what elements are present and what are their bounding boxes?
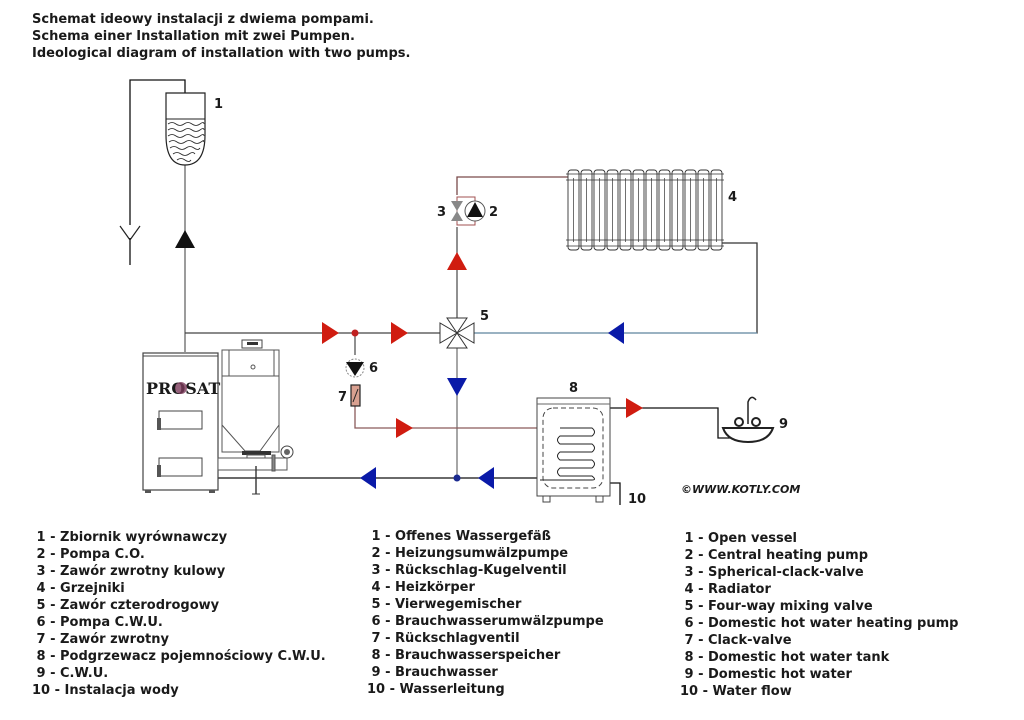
label-7: 7 [338, 390, 347, 405]
label-5: 5 [480, 309, 489, 324]
flow-arrow-right-red-1 [322, 322, 339, 344]
installation-diagram: 1 PROSAT [119, 79, 800, 507]
dhw-pump [345, 358, 365, 378]
legend-item: 6 - Pompa C.W.U. [32, 615, 163, 630]
legend-item: 2 - Pompa C.O. [32, 547, 145, 562]
vent-outlet-icon [119, 225, 141, 242]
legend-item: 1 - Offenes Wassergefäß [367, 529, 552, 544]
legend-item: 3 - Rückschlag-Kugelventil [367, 563, 567, 578]
legend-item: 7 - Clack-valve [680, 633, 792, 648]
flow-arrow-left-blue-radiator [608, 322, 624, 344]
sink-tap-icon [721, 396, 775, 444]
vent-pipe [129, 79, 186, 225]
legend-item: 4 - Heizkörper [367, 580, 475, 595]
title-polish: Schemat ideowy instalacji z dwiema pompa… [32, 12, 374, 27]
legend-german: 1 - Offenes Wassergefäß 2 - Heizungsumwä… [367, 528, 604, 698]
flow-arrow-left-blue-tank [478, 467, 494, 489]
check-valve [350, 384, 361, 407]
label-6: 6 [369, 361, 378, 376]
legend-item: 6 - Brauchwasserumwälzpumpe [367, 614, 604, 629]
legend-item: 10 - Instalacja wody [32, 683, 179, 698]
label-10: 10 [628, 492, 646, 507]
flow-arrow-right-red-dhw [396, 418, 413, 438]
legend-item: 3 - Spherical-clack-valve [680, 565, 864, 580]
legend-item: 5 - Four-way mixing valve [680, 599, 873, 614]
legend-english: 1 - Open vessel 2 - Central heating pump… [680, 530, 958, 700]
legend-item: 8 - Podgrzewacz pojemnościowy C.W.U. [32, 649, 326, 664]
legend-item: 9 - C.W.U. [32, 666, 109, 681]
fuel-hopper [217, 339, 294, 495]
tee-junction-cold [453, 474, 461, 482]
legend-item: 2 - Central heating pump [680, 548, 869, 563]
legend-item: 6 - Domestic hot water heating pump [680, 616, 959, 631]
flow-arrow-right-red-tap [626, 398, 643, 418]
ball-check-valve-icon [451, 201, 463, 211]
legend-item: 7 - Rückschlagventil [367, 631, 520, 646]
flow-arrow-up-black [175, 230, 195, 248]
legend-item: 4 - Radiator [680, 582, 771, 597]
label-9: 9 [779, 417, 788, 432]
legend-item: 2 - Heizungsumwälzpumpe [367, 546, 569, 561]
legend-item: 5 - Zawór czterodrogowy [32, 598, 220, 613]
tee-junction-hot [351, 329, 359, 337]
radiator-return-pipe [474, 242, 758, 334]
dhw-tank [536, 397, 611, 503]
label-3: 3 [437, 205, 446, 220]
title-german: Schema einer Installation mit zwei Pumpe… [32, 29, 355, 44]
legend-polish: 1 - Zbiornik wyrównawczy 2 - Pompa C.O. … [32, 529, 326, 699]
flow-arrow-up-red [447, 252, 467, 270]
legend-item: 9 - Domestic hot water [680, 667, 852, 682]
open-vessel [165, 92, 206, 166]
legend-item: 7 - Zawór zwrotny [32, 632, 169, 647]
label-8: 8 [569, 381, 578, 396]
legend-item: 5 - Vierwegemischer [367, 597, 522, 612]
copyright-notice: ©WWW.KOTLY.COM [681, 483, 800, 496]
flow-arrow-left-blue-main [360, 467, 376, 489]
legend-item: 4 - Grzejniki [32, 581, 125, 596]
brand-logo-icon [175, 382, 187, 394]
radiator [566, 169, 724, 251]
label-2: 2 [489, 205, 498, 220]
pump-and-check-valve [451, 196, 486, 226]
flow-arrow-right-red-2 [391, 322, 408, 344]
legend-item: 3 - Zawór zwrotny kulowy [32, 564, 226, 579]
boiler: PROSAT [142, 352, 220, 493]
legend-item: 8 - Domestic hot water tank [680, 650, 890, 665]
legend-item: 10 - Water flow [680, 684, 792, 699]
four-way-mixing-valve [439, 317, 475, 349]
legend-item: 1 - Open vessel [680, 531, 798, 546]
legend-item: 10 - Wasserleitung [367, 682, 505, 697]
label-4: 4 [728, 190, 737, 205]
legend-item: 8 - Brauchwasserspeicher [367, 648, 561, 663]
label-1: 1 [214, 97, 223, 112]
flow-arrow-down-blue [447, 378, 467, 396]
legend-item: 1 - Zbiornik wyrównawczy [32, 530, 228, 545]
legend-item: 9 - Brauchwasser [367, 665, 498, 680]
radiator-top-pipe [456, 176, 568, 195]
title-english: Ideological diagram of installation with… [32, 46, 411, 61]
